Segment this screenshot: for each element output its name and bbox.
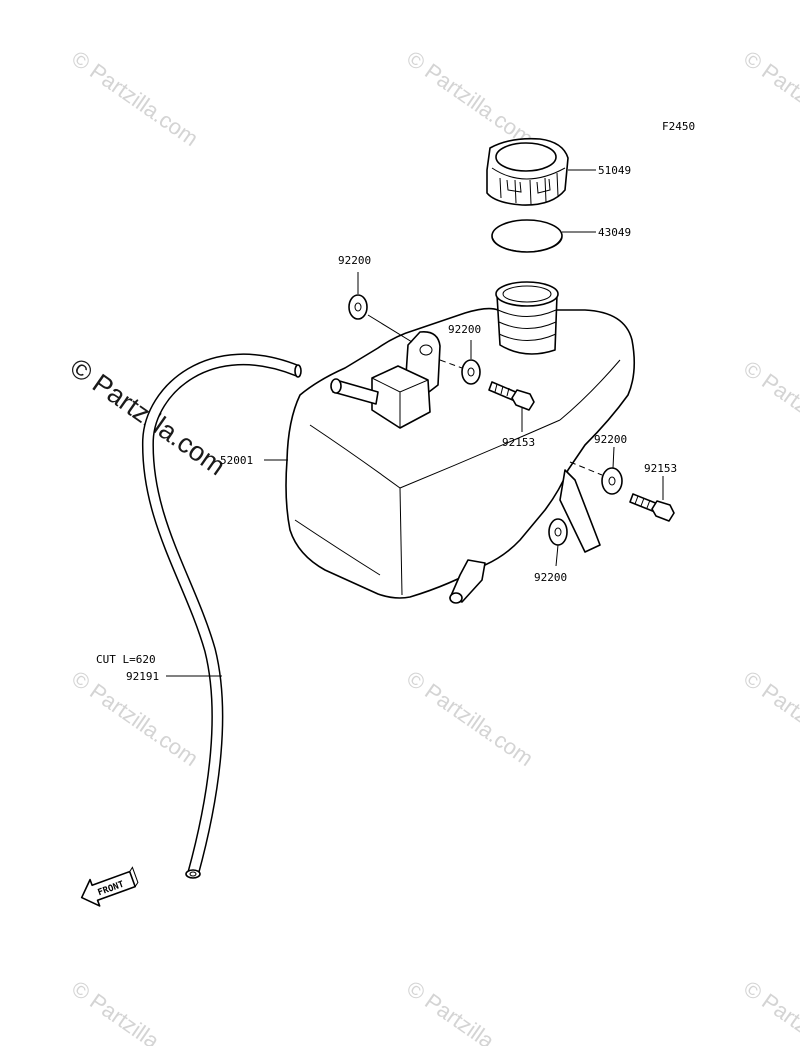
watermark: © Partzilla.com [739, 46, 800, 152]
leader-line [367, 314, 413, 343]
watermark: © Partzilla.com [739, 356, 800, 462]
fuel-hose-icon[interactable] [141, 353, 302, 879]
callout-92200-mid[interactable]: 92200 [448, 323, 481, 336]
watermark: © Partzilla.com [739, 666, 800, 772]
bolt-icon[interactable] [629, 493, 675, 522]
bolt-icon[interactable] [488, 381, 535, 411]
watermark: © Partzilla.com [739, 976, 800, 1046]
callout-92200-bottom[interactable]: 92200 [534, 571, 567, 584]
watermark: © Partzilla.com [67, 46, 203, 152]
watermark: © Partzilla.com [402, 976, 538, 1046]
washer-icon[interactable] [461, 359, 481, 385]
fuel-tank-icon[interactable] [285, 281, 636, 604]
washer-icon[interactable] [348, 294, 368, 320]
hose-cut-length-note: CUT L=620 [96, 653, 156, 666]
leader-line [612, 446, 615, 469]
watermark: © Partzilla.com [402, 666, 538, 772]
callout-92153-mid[interactable]: 92153 [502, 436, 535, 449]
washer-icon[interactable] [601, 467, 623, 495]
cap-gasket-icon[interactable] [491, 219, 563, 253]
callout-52001[interactable]: 52001 [220, 454, 253, 467]
callout-92191[interactable]: 92191 [126, 670, 159, 683]
callout-43049[interactable]: 43049 [598, 226, 631, 239]
front-direction-arrow: FRONT [80, 866, 139, 907]
figure-code: F2450 [662, 120, 695, 133]
callout-92153-right[interactable]: 92153 [644, 462, 677, 475]
leader-line [555, 544, 559, 567]
callout-51049[interactable]: 51049 [598, 164, 631, 177]
callout-92200-right[interactable]: 92200 [594, 433, 627, 446]
washer-icon[interactable] [548, 518, 568, 546]
leader-line [569, 461, 603, 476]
watermark: © Partzilla.com [67, 976, 203, 1046]
leader-line [439, 359, 463, 369]
fuel-cap-icon[interactable] [486, 137, 569, 206]
callout-92200-top-left[interactable]: 92200 [338, 254, 371, 267]
watermark: © Partzilla.com [402, 46, 538, 152]
